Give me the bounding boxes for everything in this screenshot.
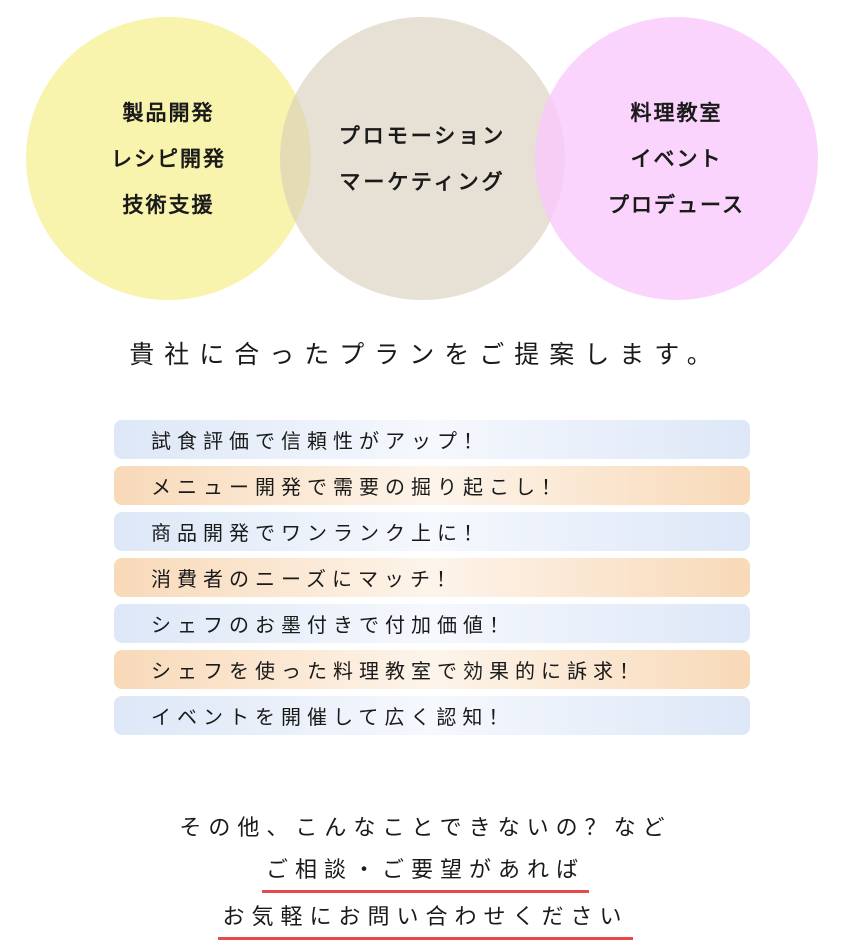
closing-consult-line: ご相談・ご要望があれば — [0, 852, 851, 893]
closing-question: その他、こんなことできないの？など — [179, 816, 672, 841]
circle-line: 技術支援 — [122, 191, 215, 217]
circle-line: 製品開発 — [122, 99, 215, 125]
benefit-item: 商品開発でワンランク上に！ — [114, 512, 750, 551]
benefit-item: イベントを開催して広く認知！ — [114, 696, 750, 735]
headline: 貴社に合ったプランをご提案します。 — [129, 340, 722, 369]
benefit-item: シェフを使った料理教室で効果的に訴求！ — [114, 650, 750, 689]
benefit-item: 消費者のニーズにマッチ！ — [114, 558, 750, 597]
benefit-item: シェフのお墨付きで付加価値！ — [114, 604, 750, 643]
benefit-list: 試食評価で信頼性がアップ！ メニュー開発で需要の掘り起こし！ 商品開発でワンラン… — [114, 420, 750, 742]
service-circle-events: 料理教室 イベント プロデュース — [535, 17, 818, 300]
circle-line: プロデュース — [608, 191, 745, 217]
benefit-item: 試食評価で信頼性がアップ！ — [114, 420, 750, 459]
circle-line: プロモーション — [338, 122, 507, 148]
consult-underlined-text: ご相談・ご要望があれば — [261, 852, 589, 893]
benefit-item: メニュー開発で需要の掘り起こし！ — [114, 466, 750, 505]
circle-text-group: プロモーション マーケティング — [339, 113, 507, 205]
contact-underlined-text: お気軽にお問い合わせください — [218, 899, 633, 940]
circle-text-group: 料理教室 イベント プロデュース — [608, 90, 745, 228]
circle-text-group: 製品開発 レシピ開発 技術支援 — [111, 90, 226, 228]
circle-line: イベント — [630, 145, 723, 171]
circle-line: レシピ開発 — [111, 145, 226, 171]
service-circle-promotion: プロモーション マーケティング — [280, 17, 565, 300]
service-circle-development: 製品開発 レシピ開発 技術支援 — [26, 17, 311, 300]
circle-line: 料理教室 — [630, 99, 723, 125]
closing-contact-line: お気軽にお問い合わせください — [0, 899, 851, 940]
circle-line: マーケティング — [339, 168, 506, 194]
